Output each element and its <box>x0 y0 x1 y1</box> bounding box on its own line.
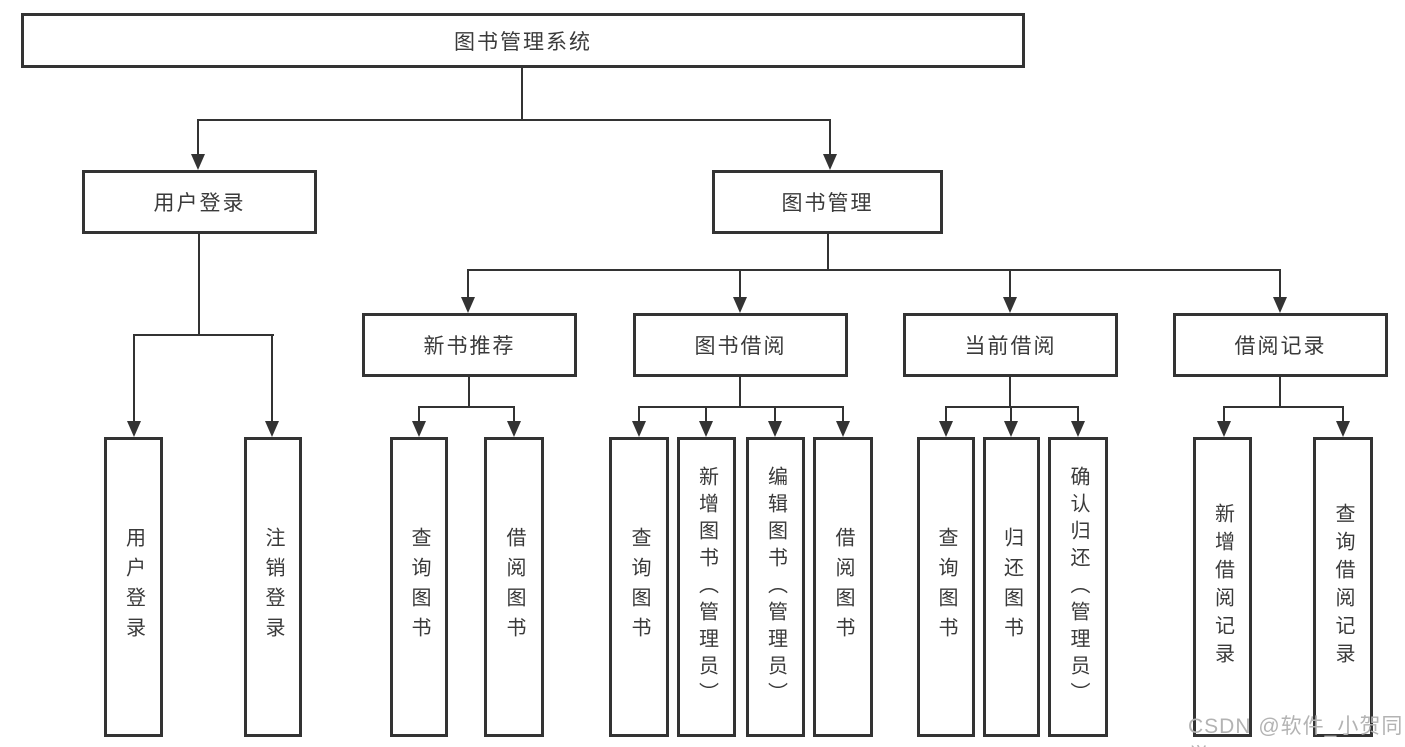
connector-line <box>133 334 274 336</box>
connector-line <box>1077 406 1079 422</box>
leaf-label: 确认归还（管理员） <box>1067 465 1089 709</box>
connector-line <box>945 406 1079 408</box>
node-borrowing-records: 借阅记录 <box>1173 313 1388 377</box>
connector-line <box>705 406 707 422</box>
arrow-down-icon <box>265 421 279 437</box>
connector-line <box>638 406 640 422</box>
arrow-down-icon <box>939 421 953 437</box>
connector-line <box>1009 269 1011 299</box>
leaf-logout: 注销登录 <box>244 437 302 737</box>
leaf-label: 新增图书（管理员） <box>695 465 718 709</box>
connector-line <box>1223 406 1344 408</box>
connector-line <box>1010 406 1012 422</box>
connector-line <box>842 406 844 422</box>
node-user-login: 用户登录 <box>82 170 317 234</box>
leaf-borrowing-edit-book-admin: 编辑图书（管理员） <box>746 437 805 737</box>
arrow-down-icon <box>1003 297 1017 313</box>
connector-line <box>271 334 273 422</box>
leaf-label: 注销登录 <box>262 527 284 647</box>
connector-line <box>198 234 200 336</box>
arrow-down-icon <box>507 421 521 437</box>
node-label: 图书管理系统 <box>454 30 592 54</box>
connector-line <box>418 406 515 408</box>
arrow-down-icon <box>632 421 646 437</box>
leaf-label: 借阅图书 <box>503 527 525 647</box>
connector-line <box>1279 269 1281 299</box>
arrow-down-icon <box>127 421 141 437</box>
connector-line <box>774 406 776 422</box>
arrow-down-icon <box>461 297 475 313</box>
leaf-borrowing-add-book-admin: 新增图书（管理员） <box>677 437 736 737</box>
connector-line <box>467 269 469 299</box>
arrow-down-icon <box>1071 421 1085 437</box>
leaf-borrowing-borrow-book: 借阅图书 <box>813 437 873 737</box>
connector-line <box>739 269 741 299</box>
connector-line <box>521 66 523 120</box>
leaf-label: 借阅图书 <box>832 527 854 647</box>
leaf-borrowing-query-book: 查询图书 <box>609 437 669 737</box>
connector-line <box>197 119 831 121</box>
leaf-current-query-book: 查询图书 <box>917 437 975 737</box>
leaf-user-login: 用户登录 <box>104 437 163 737</box>
leaf-recommend-borrow-book: 借阅图书 <box>484 437 544 737</box>
arrow-down-icon <box>1004 421 1018 437</box>
leaf-label: 编辑图书（管理员） <box>764 465 787 709</box>
arrow-down-icon <box>768 421 782 437</box>
node-book-borrowing: 图书借阅 <box>633 313 848 377</box>
arrow-down-icon <box>191 154 205 170</box>
arrow-down-icon <box>733 297 747 313</box>
arrow-down-icon <box>1336 421 1350 437</box>
connector-line <box>638 406 844 408</box>
arrow-down-icon <box>823 154 837 170</box>
leaf-label: 新增借阅记录 <box>1211 503 1234 671</box>
connector-line <box>467 269 1281 271</box>
node-label: 当前借阅 <box>964 335 1057 358</box>
arrow-down-icon <box>412 421 426 437</box>
leaf-current-return-book: 归还图书 <box>983 437 1040 737</box>
connector-line <box>513 406 515 422</box>
connector-line <box>739 377 741 408</box>
leaf-current-confirm-return-admin: 确认归还（管理员） <box>1048 437 1108 737</box>
connector-line <box>827 234 829 271</box>
connector-line <box>468 377 470 408</box>
connector-line <box>133 334 135 422</box>
node-library-system: 图书管理系统 <box>21 13 1025 68</box>
arrow-down-icon <box>1217 421 1231 437</box>
node-label: 图书借阅 <box>694 335 787 358</box>
leaf-recommend-query-book: 查询图书 <box>390 437 448 737</box>
connector-line <box>197 119 199 155</box>
node-label: 新书推荐 <box>423 335 516 358</box>
leaf-label: 归还图书 <box>1000 527 1023 647</box>
node-label: 借阅记录 <box>1234 335 1327 358</box>
connector-line <box>418 406 420 422</box>
node-book-management: 图书管理 <box>712 170 943 234</box>
csdn-watermark: CSDN @软件_小贺同学 <box>1188 715 1404 747</box>
node-label: 图书管理 <box>781 192 874 215</box>
leaf-records-query-record: 查询借阅记录 <box>1313 437 1373 737</box>
leaf-label: 查询图书 <box>628 527 650 647</box>
connector-line <box>829 119 831 155</box>
leaf-label: 用户登录 <box>122 527 145 647</box>
leaf-label: 查询图书 <box>408 527 430 647</box>
leaf-label: 查询借阅记录 <box>1332 503 1354 671</box>
connector-line <box>1009 377 1011 408</box>
arrow-down-icon <box>1273 297 1287 313</box>
connector-line <box>1279 377 1281 408</box>
connector-line <box>945 406 947 422</box>
leaf-label: 查询图书 <box>935 527 957 647</box>
connector-line <box>1342 406 1344 422</box>
leaf-records-add-record: 新增借阅记录 <box>1193 437 1252 737</box>
node-label: 用户登录 <box>153 192 246 215</box>
connector-line <box>1223 406 1225 422</box>
node-current-borrowing: 当前借阅 <box>903 313 1118 377</box>
arrow-down-icon <box>836 421 850 437</box>
node-new-book-recommend: 新书推荐 <box>362 313 577 377</box>
arrow-down-icon <box>699 421 713 437</box>
